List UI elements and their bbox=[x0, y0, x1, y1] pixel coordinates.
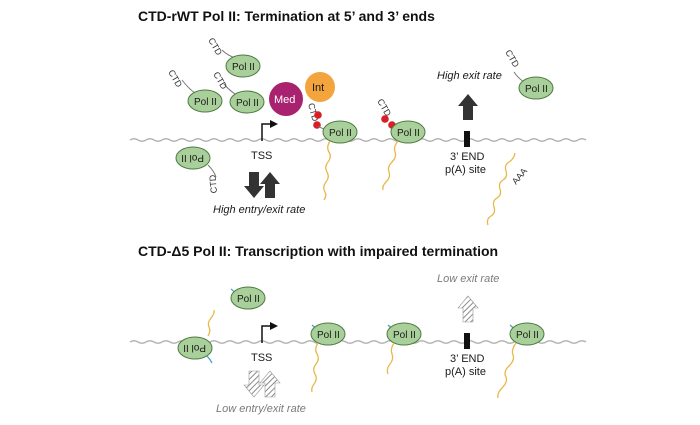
pol-ii-label: Pol II bbox=[237, 294, 260, 305]
entry-exit-arrows bbox=[244, 172, 280, 198]
free-pol-ii: Pol II bbox=[230, 286, 266, 310]
nascent-rna bbox=[323, 140, 331, 201]
elongating-pol-ii: Pol II bbox=[386, 322, 422, 375]
nascent-rna bbox=[386, 342, 395, 375]
dna-strand-top bbox=[129, 138, 587, 142]
pol-ii-label: Pol II bbox=[236, 98, 259, 109]
pol-ii-body bbox=[390, 120, 426, 144]
mediator-complex bbox=[269, 82, 303, 116]
pol-ii-label: Pol II bbox=[317, 330, 340, 341]
pol-ii-body bbox=[177, 336, 213, 360]
three-prime-end-marker: 3’ END p(A) site bbox=[445, 333, 486, 378]
elongating-pol-ii: Pol II bbox=[310, 322, 346, 393]
entry-exit-rate-label: High entry/exit rate bbox=[213, 204, 305, 216]
released-mrna bbox=[486, 152, 516, 226]
exit-arrow-up bbox=[260, 172, 280, 198]
ctd-label: CTD bbox=[375, 97, 393, 118]
nascent-rna bbox=[382, 140, 399, 191]
pol-ii-label: Pol II bbox=[329, 128, 352, 139]
mediator-label: Med bbox=[274, 94, 295, 106]
pol-ii-label: Pol II bbox=[232, 62, 255, 73]
tss-marker: TSS bbox=[251, 120, 278, 162]
panel-top-title: CTD-rWT Pol II: Termination at 5’ and 3’… bbox=[138, 8, 435, 24]
phospho-mark bbox=[313, 121, 321, 129]
panel-bottom-title: CTD-Δ5 Pol II: Transcription with impair… bbox=[138, 243, 498, 259]
pol-ii-body bbox=[509, 322, 545, 346]
exit-rate-label: Low exit rate bbox=[437, 273, 499, 285]
pol-ii-label: Pol II bbox=[516, 330, 539, 341]
three-prime-end-marker: 3’ END p(A) site bbox=[445, 131, 486, 176]
entry-arrow-down bbox=[244, 172, 264, 198]
pa-site-label: p(A) site bbox=[445, 366, 486, 378]
released-pol-ii: Pol II CTD bbox=[175, 146, 219, 194]
tss-label: TSS bbox=[251, 352, 272, 364]
nascent-rna bbox=[497, 342, 517, 399]
pol-ii-body bbox=[229, 90, 265, 114]
elongating-pol-ii: CTD Pol II bbox=[375, 97, 426, 191]
pol-ii-body bbox=[386, 322, 422, 346]
nascent-rna bbox=[311, 342, 319, 393]
integrator-label: Int bbox=[312, 82, 324, 94]
pol-ii-label: Pol II bbox=[525, 84, 548, 95]
tss-marker: TSS bbox=[251, 322, 278, 364]
stalled-pol-ii: Pol II bbox=[177, 309, 215, 364]
ctd-label: CTD bbox=[211, 70, 229, 91]
readthrough-pol-ii: Pol II bbox=[497, 322, 545, 399]
panel-bottom: CTD-Δ5 Pol II: Transcription with impair… bbox=[129, 243, 587, 415]
pol-ii-body bbox=[310, 322, 346, 346]
pol-ii-label: Pol II bbox=[194, 97, 217, 108]
pol-ii-body bbox=[230, 286, 266, 310]
engaged-pol-ii: CTD Pol II bbox=[306, 102, 358, 201]
pol-ii-body bbox=[322, 120, 358, 144]
ctd-label: CTD bbox=[206, 36, 224, 57]
pol-ii-label: Pol II bbox=[183, 342, 206, 353]
pa-site-label: p(A) site bbox=[445, 164, 486, 176]
exit-arrow-up bbox=[457, 295, 479, 323]
pol-ii-body bbox=[175, 146, 211, 170]
entry-exit-arrows bbox=[243, 370, 281, 398]
ctd-label: CTD bbox=[207, 174, 219, 194]
ctd-label: CTD bbox=[166, 68, 184, 89]
tss-label: TSS bbox=[251, 150, 272, 162]
pol-ii-label: Pol II bbox=[397, 128, 420, 139]
pol-ii-body bbox=[187, 89, 223, 113]
exit-rate-label: High exit rate bbox=[437, 70, 502, 82]
panel-top: CTD-rWT Pol II: Termination at 5’ and 3’… bbox=[129, 8, 587, 226]
phospho-mark bbox=[314, 111, 322, 119]
phospho-mark bbox=[381, 115, 389, 123]
pol-ii-body bbox=[225, 54, 261, 78]
three-prime-end-label: 3’ END bbox=[450, 151, 484, 163]
integrator-complex bbox=[305, 72, 335, 102]
exit-arrow-up bbox=[458, 94, 478, 120]
pol-ii-body bbox=[518, 76, 554, 100]
pol-ii-label: Pol II bbox=[181, 152, 204, 163]
ctd-label: CTD bbox=[503, 48, 521, 69]
exiting-pol-ii: CTD Pol II bbox=[503, 48, 554, 100]
entry-arrow-down bbox=[243, 370, 265, 398]
free-pol-ii: CTD Pol II bbox=[206, 36, 261, 78]
three-prime-end-label: 3’ END bbox=[450, 353, 484, 365]
pol-ii-label: Pol II bbox=[393, 330, 416, 341]
entry-exit-rate-label: Low entry/exit rate bbox=[216, 403, 306, 415]
exit-arrow-up bbox=[259, 370, 281, 398]
polya-tail-label: AAA bbox=[510, 166, 529, 186]
